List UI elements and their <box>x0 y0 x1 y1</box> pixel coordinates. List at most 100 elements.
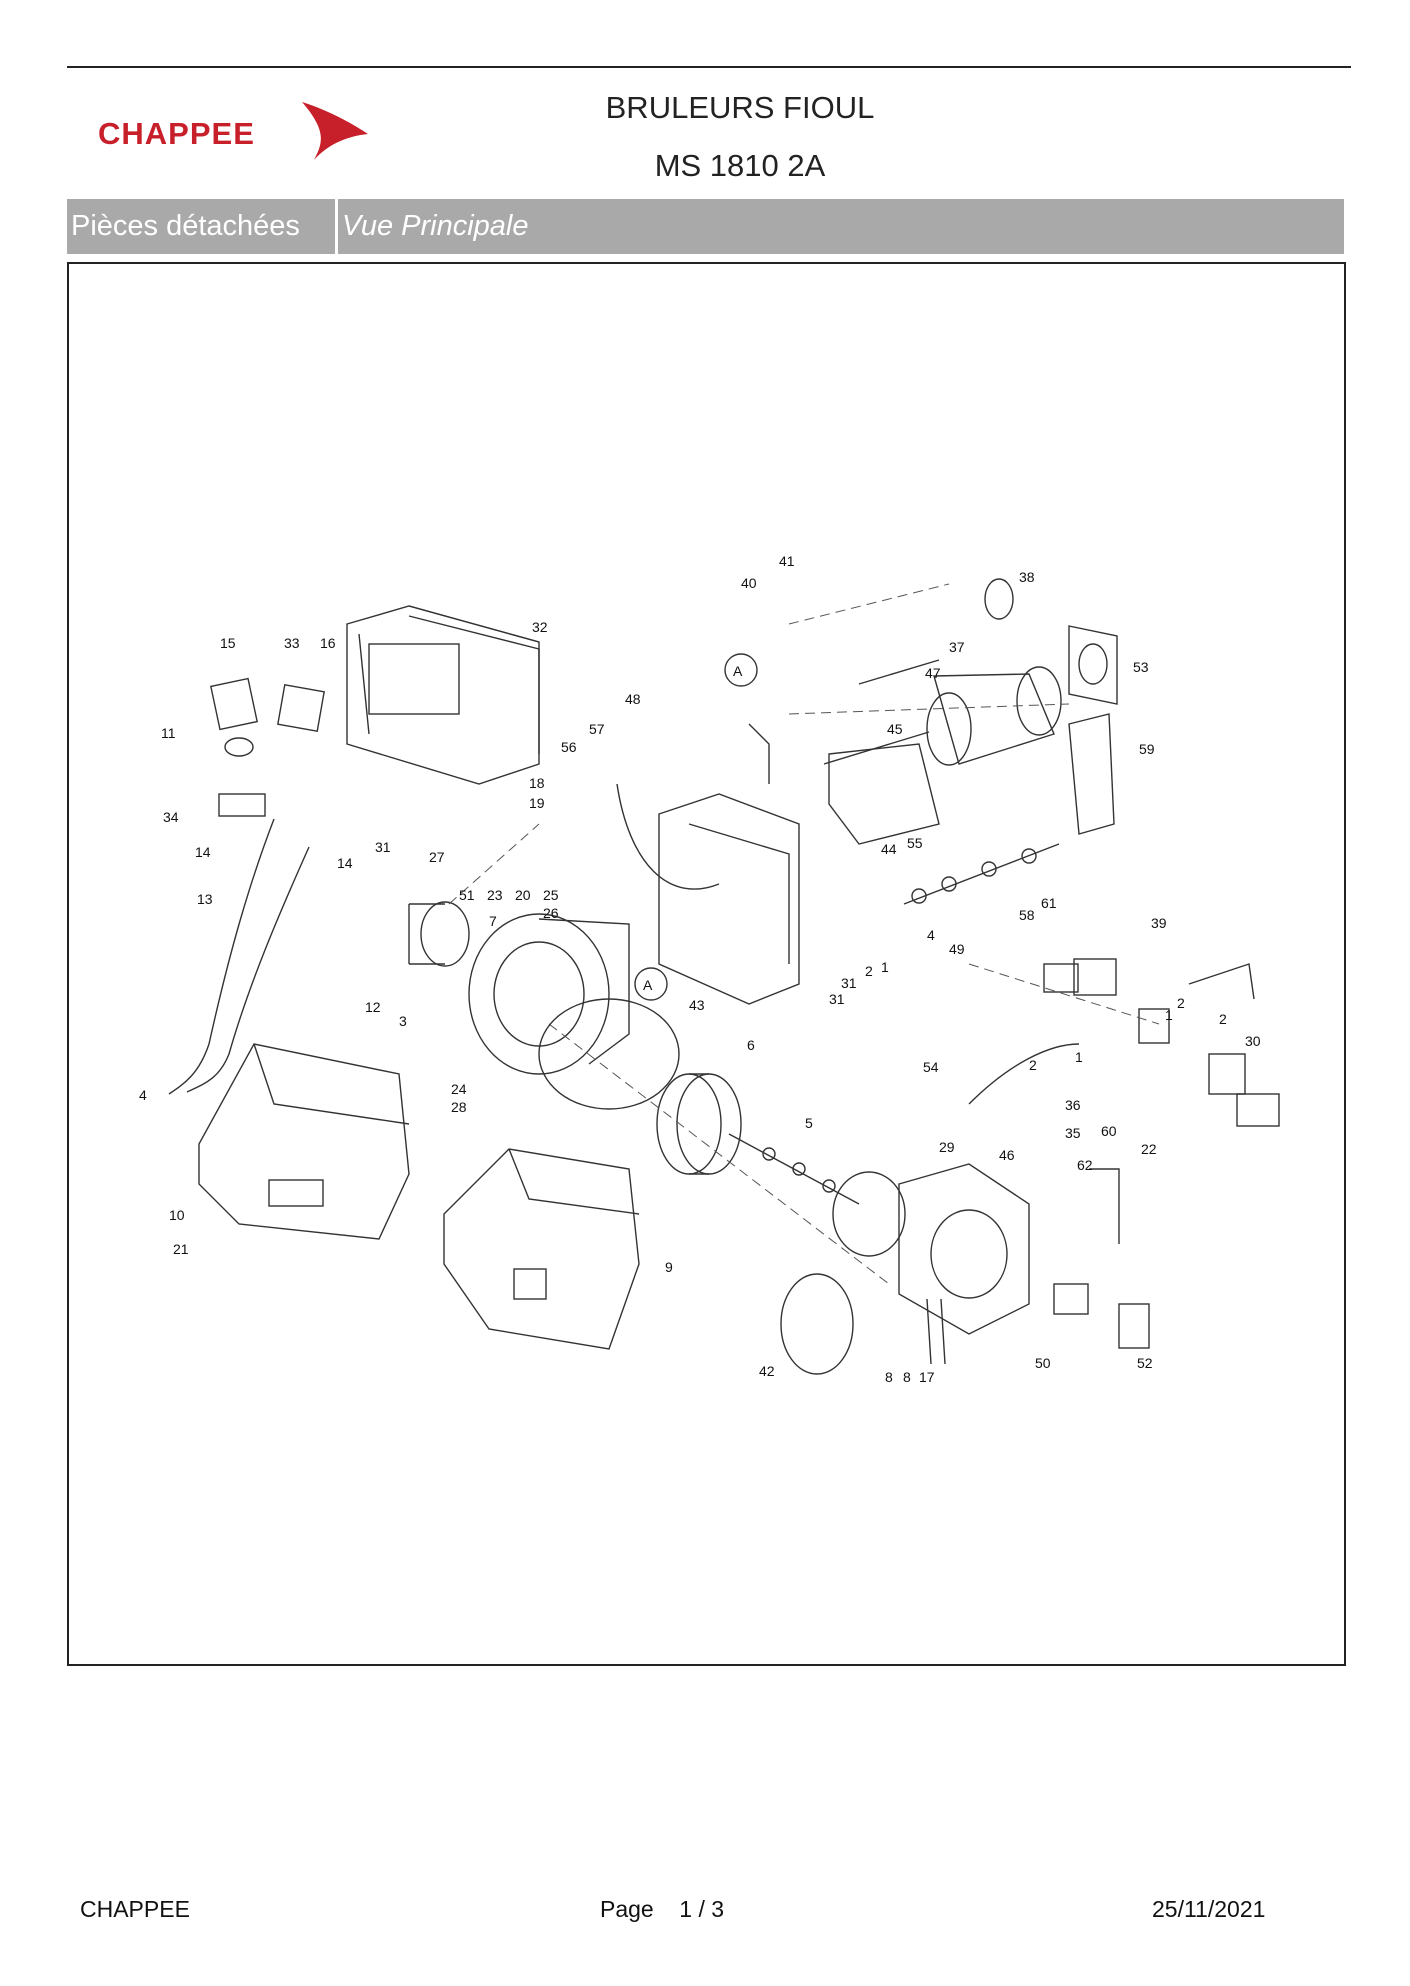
callout-14b: 14 <box>337 855 353 871</box>
valve-61 <box>1073 958 1117 996</box>
footer-date: 25/11/2021 <box>1152 1896 1266 1922</box>
callout-6: 6 <box>747 1037 755 1053</box>
part-59 <box>1068 713 1115 835</box>
gasket-53 <box>1068 625 1118 705</box>
callout-9: 9 <box>665 1259 673 1275</box>
callout-15: 15 <box>220 635 236 651</box>
callout-59: 59 <box>1139 741 1155 757</box>
callout-31a: 31 <box>375 839 391 855</box>
part-48 <box>748 723 770 784</box>
part-11 <box>224 737 254 757</box>
callout-53: 53 <box>1133 659 1149 675</box>
shaft-5 <box>728 1133 860 1205</box>
callout-35: 35 <box>1065 1125 1081 1141</box>
callout-32: 32 <box>532 619 548 635</box>
callout-8b: 8 <box>903 1369 911 1385</box>
callout-7: 7 <box>489 913 497 929</box>
callout-a-top <box>724 653 758 687</box>
callout-45: 45 <box>887 721 903 737</box>
callout-52: 52 <box>1137 1355 1153 1371</box>
callout-54: 54 <box>923 1059 939 1075</box>
callout-31c: 31 <box>829 991 845 1007</box>
valve-49 <box>1043 963 1079 993</box>
tab-main-view[interactable]: Vue Principale <box>342 210 529 242</box>
callout-34: 34 <box>163 809 179 825</box>
section-bar: Pièces détachées Vue Principale <box>67 199 1344 254</box>
callout-16: 16 <box>320 635 336 651</box>
callout-1c: 1 <box>1075 1049 1083 1065</box>
page-current: 1 <box>679 1896 693 1922</box>
callout-42: 42 <box>759 1363 775 1379</box>
callout-21: 21 <box>173 1241 189 1257</box>
callout-58: 58 <box>1019 907 1035 923</box>
control-box-2 <box>658 793 800 1005</box>
callout-a-bottom <box>634 967 668 1001</box>
exploded-parts-diagram: A A 15 33 16 32 11 34 14 14 13 31 27 18 … <box>139 553 1280 1385</box>
callout-50: 50 <box>1035 1355 1051 1371</box>
housing-44 <box>828 743 940 845</box>
callout-28: 28 <box>451 1099 467 1115</box>
callout-43: 43 <box>689 997 705 1013</box>
part-29 <box>832 1171 906 1257</box>
part-38 <box>984 578 1014 620</box>
callout-30: 30 <box>1245 1033 1261 1049</box>
part-34 <box>218 793 266 817</box>
rod-45 <box>823 731 930 765</box>
callout-3: 3 <box>399 1013 407 1029</box>
cable-13b <box>186 846 310 1093</box>
part-50 <box>1053 1283 1089 1315</box>
callout-49: 49 <box>949 941 965 957</box>
callout-a-label-2: A <box>643 977 653 993</box>
motor-12 <box>420 901 470 967</box>
page-total: 3 <box>711 1896 725 1922</box>
control-box-body <box>346 605 540 785</box>
page-separator: / <box>698 1896 705 1922</box>
callout-2d: 2 <box>1029 1057 1037 1073</box>
part-15 <box>210 677 258 731</box>
callout-a-label-1: A <box>733 663 743 679</box>
part-39 <box>1188 963 1255 1000</box>
callout-51: 51 <box>459 887 475 903</box>
part-33 <box>277 684 325 732</box>
callout-39: 39 <box>1151 915 1167 931</box>
footer-company: CHAPPEE <box>80 1896 190 1922</box>
pipe-54 <box>968 1043 1080 1105</box>
callout-25: 25 <box>543 887 559 903</box>
callout-40: 40 <box>741 575 757 591</box>
callout-2b: 2 <box>1177 995 1185 1011</box>
callout-2a: 2 <box>865 963 873 979</box>
model-title: MS 1810 2A <box>654 148 826 183</box>
callout-62: 62 <box>1077 1157 1093 1173</box>
callout-8a: 8 <box>885 1369 893 1385</box>
page-label: Page <box>600 1896 654 1922</box>
part-52 <box>1118 1303 1150 1349</box>
tab-spare-parts[interactable]: Pièces détachées <box>71 210 300 242</box>
part-22 <box>1236 1093 1280 1127</box>
rod-37 <box>858 659 940 685</box>
callout-55: 55 <box>907 835 923 851</box>
callout-10: 10 <box>169 1207 185 1223</box>
callout-22: 22 <box>1141 1141 1157 1157</box>
top-rule <box>67 66 1351 68</box>
callout-47: 47 <box>925 665 941 681</box>
part-36 <box>1138 1008 1170 1044</box>
callout-29: 29 <box>939 1139 955 1155</box>
callout-38: 38 <box>1019 569 1035 585</box>
pump-housing-46 <box>898 1163 1030 1335</box>
tube-47 <box>933 673 1055 765</box>
cover-left <box>198 1043 410 1240</box>
callout-23: 23 <box>487 887 503 903</box>
cover-9 <box>443 1148 640 1350</box>
detail-43 <box>538 998 680 1110</box>
callout-4a: 4 <box>139 1087 147 1103</box>
part-60 <box>1208 1053 1246 1095</box>
callout-36: 36 <box>1065 1097 1081 1113</box>
callout-17: 17 <box>919 1369 935 1385</box>
callout-57: 57 <box>589 721 605 737</box>
part-62 <box>1089 1168 1120 1244</box>
logo-swoosh-icon <box>302 102 368 160</box>
callout-4b: 4 <box>927 927 935 943</box>
callout-37: 37 <box>949 639 965 655</box>
front-flange <box>468 913 610 1075</box>
callout-60: 60 <box>1101 1123 1117 1139</box>
